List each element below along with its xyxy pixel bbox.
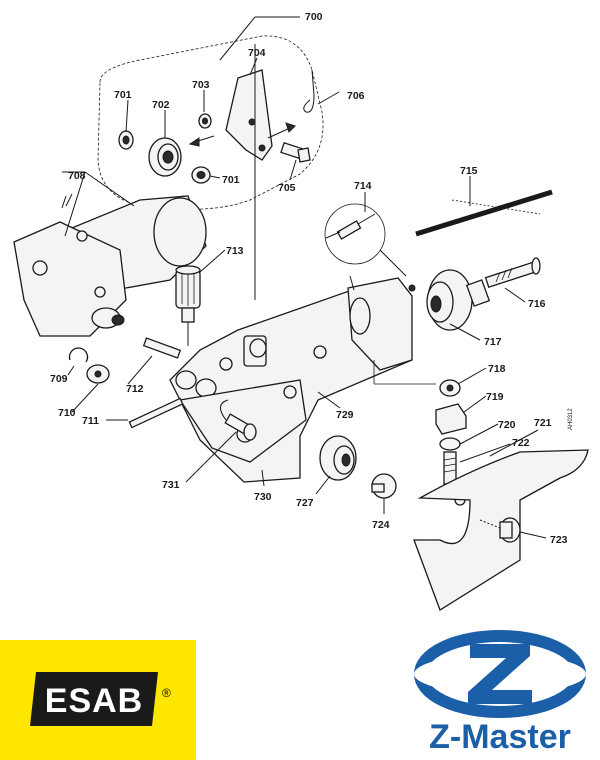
callout-709: 709 bbox=[50, 373, 68, 385]
callout-714: 714 bbox=[354, 180, 372, 192]
pin-714 bbox=[324, 192, 407, 277]
callout-710: 710 bbox=[58, 407, 76, 419]
callout-731: 731 bbox=[162, 479, 180, 491]
zmaster-logo-text: Z-Master bbox=[429, 718, 571, 756]
callout-721: 721 bbox=[534, 417, 552, 429]
esab-logo: ESAB ® bbox=[0, 640, 196, 760]
callout-705: 705 bbox=[278, 182, 296, 194]
exploded-parts-diagram: 700 701 702 703 704 706 705 701 708 714 … bbox=[13, 11, 589, 611]
leader-lines bbox=[67, 44, 547, 539]
callout-711: 711 bbox=[82, 415, 99, 427]
knob-724 bbox=[371, 473, 397, 499]
clamp-719 bbox=[435, 403, 467, 435]
registered-mark: ® bbox=[162, 686, 171, 700]
callout-723: 723 bbox=[550, 534, 568, 546]
motor-708 bbox=[13, 193, 207, 337]
callout-730: 730 bbox=[254, 491, 272, 503]
knob-713 bbox=[175, 265, 201, 346]
callout-701-left: 701 bbox=[114, 89, 132, 101]
circlip-709 bbox=[68, 347, 89, 363]
shaft-715 bbox=[415, 176, 553, 237]
esab-badge-shape bbox=[30, 672, 158, 726]
callout-717: 717 bbox=[484, 336, 502, 348]
pin-711 bbox=[128, 397, 184, 429]
drawing-reference: AH0312 bbox=[568, 408, 574, 430]
bearing-701-right bbox=[191, 166, 211, 184]
callout-701-right: 701 bbox=[222, 174, 240, 186]
drive-roll-717 bbox=[426, 269, 491, 331]
bearing-701-left bbox=[118, 130, 134, 150]
callout-702: 702 bbox=[152, 99, 170, 111]
callout-716: 716 bbox=[528, 298, 546, 310]
knob-723 bbox=[499, 517, 521, 543]
callout-719: 719 bbox=[486, 391, 504, 403]
main-frame-730 bbox=[169, 275, 416, 483]
bracket-704 bbox=[188, 69, 296, 161]
bolt-705 bbox=[280, 142, 311, 163]
zmaster-logo: Z-Master bbox=[400, 630, 600, 760]
washer-720 bbox=[439, 437, 461, 451]
spring-706 bbox=[303, 69, 315, 113]
bearing-702 bbox=[148, 137, 182, 177]
esab-logo-text: ESAB bbox=[44, 682, 144, 720]
callout-703: 703 bbox=[192, 79, 210, 91]
group-700-outline: 700 701 702 703 704 706 705 701 708 714 … bbox=[13, 11, 589, 611]
callout-700: 700 bbox=[305, 11, 323, 23]
pulley-727 bbox=[319, 435, 357, 481]
callout-715: 715 bbox=[460, 165, 478, 177]
callout-720: 720 bbox=[498, 419, 516, 431]
bushing-710 bbox=[86, 364, 110, 384]
callout-713: 713 bbox=[226, 245, 244, 257]
washer-718 bbox=[439, 379, 461, 397]
callout-712: 712 bbox=[126, 383, 144, 395]
callout-718: 718 bbox=[488, 363, 506, 375]
callout-727: 727 bbox=[296, 497, 314, 509]
shaft-716 bbox=[484, 257, 541, 288]
pin-712 bbox=[142, 337, 182, 359]
callout-706: 706 bbox=[347, 90, 365, 102]
callout-722: 722 bbox=[512, 437, 530, 449]
screw-731 bbox=[224, 413, 257, 441]
zmaster-z-emblem bbox=[414, 630, 586, 718]
callout-729: 729 bbox=[336, 409, 354, 421]
callout-708: 708 bbox=[68, 170, 86, 182]
callout-724: 724 bbox=[372, 519, 390, 531]
callout-704: 704 bbox=[248, 47, 266, 59]
nut-703 bbox=[198, 113, 212, 129]
